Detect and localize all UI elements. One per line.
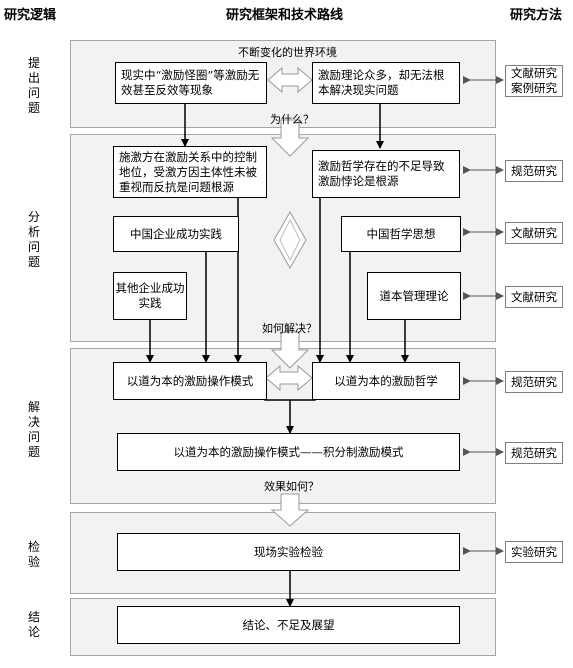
conclusion-box: 结论、不足及展望	[117, 606, 460, 644]
other-enterprise-box: 其他企业成功实践	[113, 272, 187, 320]
daoben-theory-text: 道本管理理论	[379, 288, 449, 303]
logic-conclude: 结论	[24, 610, 44, 640]
operation-mode-text: 以道为本的激励操作模式	[126, 373, 254, 388]
incentive-philosophy-box: 以道为本的激励哲学	[312, 362, 460, 400]
subject-neglect-box: 施激方在激励关系中的控制地位，受激方因主体性未被重视而反抗是问题根源	[113, 146, 267, 198]
jifen-mode-box: 以道为本的激励操作模式——积分制激励模式	[117, 433, 460, 471]
header-framework: 研究框架和技术路线	[226, 8, 344, 23]
logic-test: 检验	[24, 540, 44, 570]
double-arrow-icon-1	[267, 66, 313, 94]
method-connectors	[463, 76, 504, 555]
operation-mode-box: 以道为本的激励操作模式	[113, 362, 267, 400]
method-box-4: 文献研究	[505, 286, 563, 308]
down-arrow-icon-how	[270, 331, 310, 369]
phenomenon-text: 现实中“激励怪圈”等激励无效甚至反效等现象	[121, 68, 260, 97]
effect-label: 效果如何？	[264, 480, 319, 493]
method-box-2: 规范研究	[505, 160, 563, 182]
incentive-philosophy-text: 以道为本的激励哲学	[334, 373, 438, 388]
down-arrow-icon-effect	[270, 493, 310, 527]
cn-philosophy-text: 中国哲学思想	[366, 226, 436, 241]
jifen-mode-text: 以道为本的激励操作模式——积分制激励模式	[173, 444, 404, 459]
double-arrow-icon-2	[265, 364, 313, 392]
method-box-5: 规范研究	[505, 371, 563, 393]
method-text-5: 规范研究	[511, 374, 557, 389]
method-text-6: 规范研究	[511, 445, 557, 460]
philosophy-gap-box: 激励哲学存在的不足导致激励悖论是根源	[312, 150, 460, 198]
logic-propose-text: 提出问题	[27, 56, 40, 115]
method-text-4: 文献研究	[511, 289, 557, 304]
diamond-arrow-icon	[273, 210, 307, 270]
down-arrow-icon-why	[270, 119, 310, 157]
logic-analyze-text: 分析问题	[27, 210, 40, 269]
theory-gap-text: 激励理论众多，却无法根本解决现实问题	[318, 68, 445, 97]
theory-gap-box: 激励理论众多，却无法根本解决现实问题	[312, 62, 460, 104]
other-enterprise-text: 其他企业成功实践	[115, 281, 185, 310]
why-label: 为什么？	[270, 113, 314, 126]
method-box-3: 文献研究	[505, 222, 563, 244]
method-text-3: 文献研究	[511, 225, 557, 240]
cn-enterprise-text: 中国企业成功实践	[130, 226, 222, 241]
field-test-text: 现场实验检验	[254, 544, 323, 559]
daoben-theory-box: 道本管理理论	[367, 272, 461, 320]
environment-label: 不断变化的世界环境	[238, 46, 337, 59]
header-research-logic: 研究逻辑	[4, 8, 57, 23]
logic-analyze: 分析问题	[24, 210, 44, 270]
header-research-methods: 研究方法	[510, 8, 563, 23]
logic-conclude-text: 结论	[27, 610, 40, 639]
method-box-6: 规范研究	[505, 442, 563, 464]
subject-neglect-text: 施激方在激励关系中的控制地位，受激方因主体性未被重视而反抗是问题根源	[119, 149, 257, 194]
philosophy-gap-text: 激励哲学存在的不足导致激励悖论是根源	[318, 159, 445, 188]
method-text-7: 实验研究	[511, 544, 557, 559]
logic-propose: 提出问题	[24, 56, 44, 116]
how-label: 如何解决？	[262, 322, 317, 335]
method-text-2: 规范研究	[511, 163, 557, 178]
cn-philosophy-box: 中国哲学思想	[341, 216, 461, 252]
method-text-1: 文献研究案例研究	[511, 66, 557, 95]
logic-test-text: 检验	[27, 540, 40, 569]
phenomenon-box: 现实中“激励怪圈”等激励无效甚至反效等现象	[115, 62, 267, 104]
logic-solve: 解决问题	[24, 400, 44, 460]
logic-solve-text: 解决问题	[27, 400, 40, 459]
cn-enterprise-box: 中国企业成功实践	[113, 216, 239, 252]
field-test-box: 现场实验检验	[117, 533, 460, 571]
conclusion-text: 结论、不足及展望	[242, 617, 335, 632]
method-box-7: 实验研究	[505, 541, 563, 563]
method-box-1: 文献研究案例研究	[505, 65, 563, 97]
